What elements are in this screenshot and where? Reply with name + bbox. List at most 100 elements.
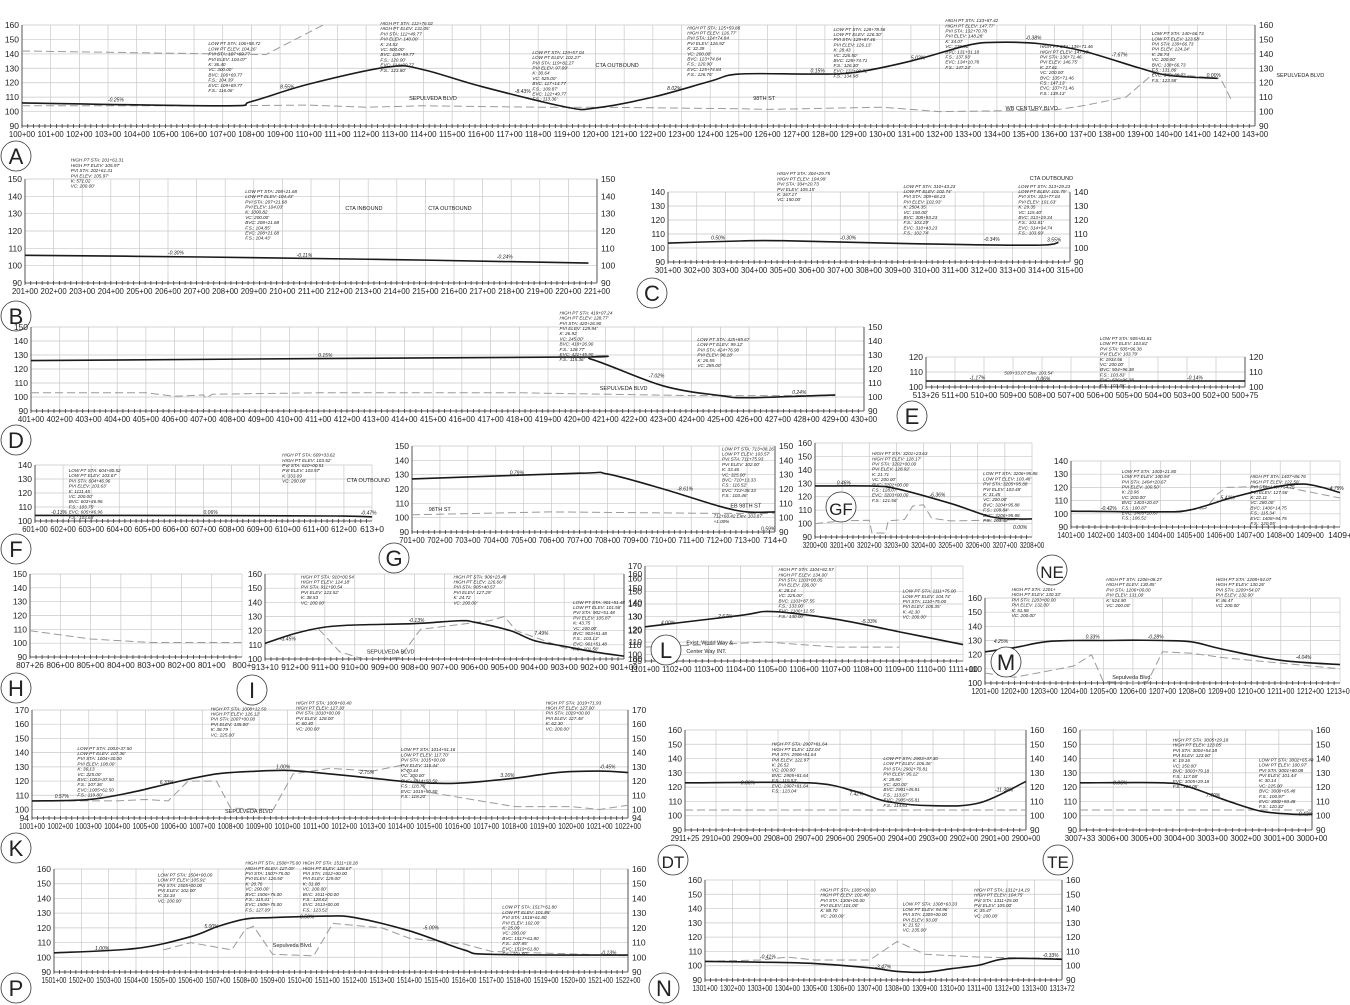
station-tick-label: 311+00 — [942, 265, 968, 275]
elevation-tick-label: 140 — [13, 583, 27, 593]
crossing-street-label: SEPULVEDA BLVD — [367, 649, 415, 655]
elevation-tick-label-right: 130 — [628, 612, 642, 622]
annotation-line: F.S.: 107.36' — [77, 782, 102, 787]
annotation-line: VC: 115.40' — [1018, 210, 1042, 215]
annotation-line: PVI STA: 1203+00.00 — [1012, 597, 1057, 602]
grade-label: -11.38% — [995, 787, 1014, 793]
proposed-profile-line — [21, 41, 1218, 111]
annotation-line: PVI STA: 424+76.90 — [697, 347, 739, 352]
annotation-line: F.S.: 101.80' — [502, 952, 527, 957]
annotation-line: EVC: 134+10.78 — [945, 60, 979, 65]
station-tick-label: 221+00 — [584, 286, 610, 296]
station-tick-label: 508+00 — [1029, 390, 1056, 400]
elevation-tick-label-right: 140 — [1316, 754, 1330, 764]
grade-label-group: 0.42% — [1299, 812, 1314, 818]
elevation-tick-label-right: 100 — [779, 513, 793, 523]
annotation-line: PVI STA: 3205+95.88 — [983, 482, 1028, 487]
annotation-line: PVI STA: 711+75.93 — [722, 457, 764, 462]
station-tick-label: 407+00 — [190, 414, 216, 424]
elevation-tick-label-right: 100 — [1074, 243, 1088, 253]
annotation-line: BVC: 138+66.73 — [1152, 62, 1186, 67]
station-tick-label: 414+00 — [391, 414, 417, 424]
annotation-line: VC: 225.00' — [211, 732, 235, 737]
elevation-tick-label-right: 150 — [779, 441, 793, 451]
annotation-line: PVI STA: 1306+00.00 — [820, 898, 865, 903]
grade-label: 4.25% — [994, 639, 1009, 645]
annotation-line: VC: 200.00' — [687, 51, 711, 56]
annotation-line: LOW PT STA: 310+43.23 — [903, 184, 955, 189]
annotation-line: HIGH PT ELEV: 104.99' — [777, 176, 826, 181]
station-tick-label: 1502+00 — [69, 975, 94, 985]
annotation-line: VC: 150.00' — [777, 197, 801, 202]
grade-label: -5.33% — [861, 619, 877, 625]
annotation-line: PVI ELEV: 128.00' — [296, 716, 334, 721]
elevation-tick-label: 100 — [395, 513, 409, 523]
elevation-tick-label: 120 — [909, 352, 923, 362]
grade-label: -4.04% — [1296, 655, 1312, 661]
station-tick-label: 127+00 — [783, 129, 809, 139]
annotation-line: VC: 200.00' — [1122, 495, 1146, 500]
panel-letter: DT — [662, 853, 685, 872]
annotation-line: F.S.: 113.67' — [883, 792, 908, 797]
annotation-line: VC: 200.00' — [820, 913, 844, 918]
station-tick-label: 3205+00 — [938, 540, 963, 550]
elevation-tick-label-right: 130 — [632, 762, 646, 772]
elevation-tick-label: 100 — [1063, 811, 1077, 821]
station-tick-label: 314+00 — [1028, 265, 1054, 275]
axes — [264, 574, 625, 661]
station-tick-label: 411+00 — [305, 414, 331, 424]
elevation-tick-label-right: 90 — [1259, 121, 1269, 131]
annotation-line: LOW PT ELEV: 100.97' — [1259, 763, 1307, 768]
elevation-tick-label: 150 — [668, 739, 682, 749]
annotation-line: HIGH PT STA: 1208+54.07 — [1216, 577, 1272, 582]
elevation-tick-label-right: 150 — [868, 322, 882, 332]
proposed-profile-line — [704, 957, 1063, 974]
grade-label: 0.06% — [204, 510, 219, 516]
station-tick-label: 807+26 — [16, 660, 44, 670]
elevation-tick-label: 120 — [13, 611, 27, 621]
elevation-tick-label: 140 — [18, 460, 32, 470]
elevation-tick-label: 130 — [5, 63, 19, 73]
annotation-line: EVC: 1405+20.67 — [1122, 510, 1159, 515]
grade-label: 0.33% — [1086, 634, 1101, 640]
station-tick-label: 1507+00 — [206, 975, 231, 985]
annotation-line: VC: 200.00' — [69, 494, 93, 499]
annotation-line: PVI ELEV: 103.57' — [282, 468, 320, 473]
panel-letter-bubble: I — [236, 674, 268, 706]
annotation-line: BVC: 903+51.48 — [573, 631, 607, 636]
station-tick-label: 605+00 — [135, 524, 161, 534]
elevation-tick-label-right: 120 — [1316, 782, 1330, 792]
elevation-tick-label: 90 — [18, 652, 28, 662]
station-tick-label: 1513+00 — [370, 975, 395, 985]
annotation-line: EVC: 713+38.33 — [722, 488, 756, 493]
elevation-tick-label: 100 — [14, 392, 28, 402]
annotation-line: EVC: 109+69.77 — [208, 83, 242, 88]
crossing-street-label: WB CENTURY BLVD — [1006, 106, 1058, 112]
elevation-tick-label: 120 — [1063, 782, 1077, 792]
station-tick-label: 218+00 — [498, 286, 524, 296]
elevation-tick-label: 110 — [1054, 496, 1068, 506]
panel-letter-circle — [1036, 554, 1068, 586]
grade-label: -8.61% — [677, 486, 693, 492]
elevation-tick-label: 160 — [15, 719, 29, 729]
existing-ground-line — [163, 922, 629, 957]
existing-ground-line — [32, 764, 629, 811]
annotation-line: BVC: 2901+45.81 — [883, 787, 920, 792]
station-tick-label: 131+00 — [898, 129, 924, 139]
elevation-tick-label-right: 130 — [1074, 201, 1088, 211]
annotation-line: K: 1111.45 — [69, 489, 91, 494]
proposed-profile-line — [31, 769, 629, 802]
annotation-line: VC: 500.00' — [380, 47, 404, 52]
elevation-tick-label: 150 — [14, 322, 28, 332]
station-tick-label: 102+00 — [66, 129, 92, 139]
annotation-line: K: 60.40 — [296, 721, 314, 726]
elevation-tick-label: 110 — [968, 664, 982, 674]
